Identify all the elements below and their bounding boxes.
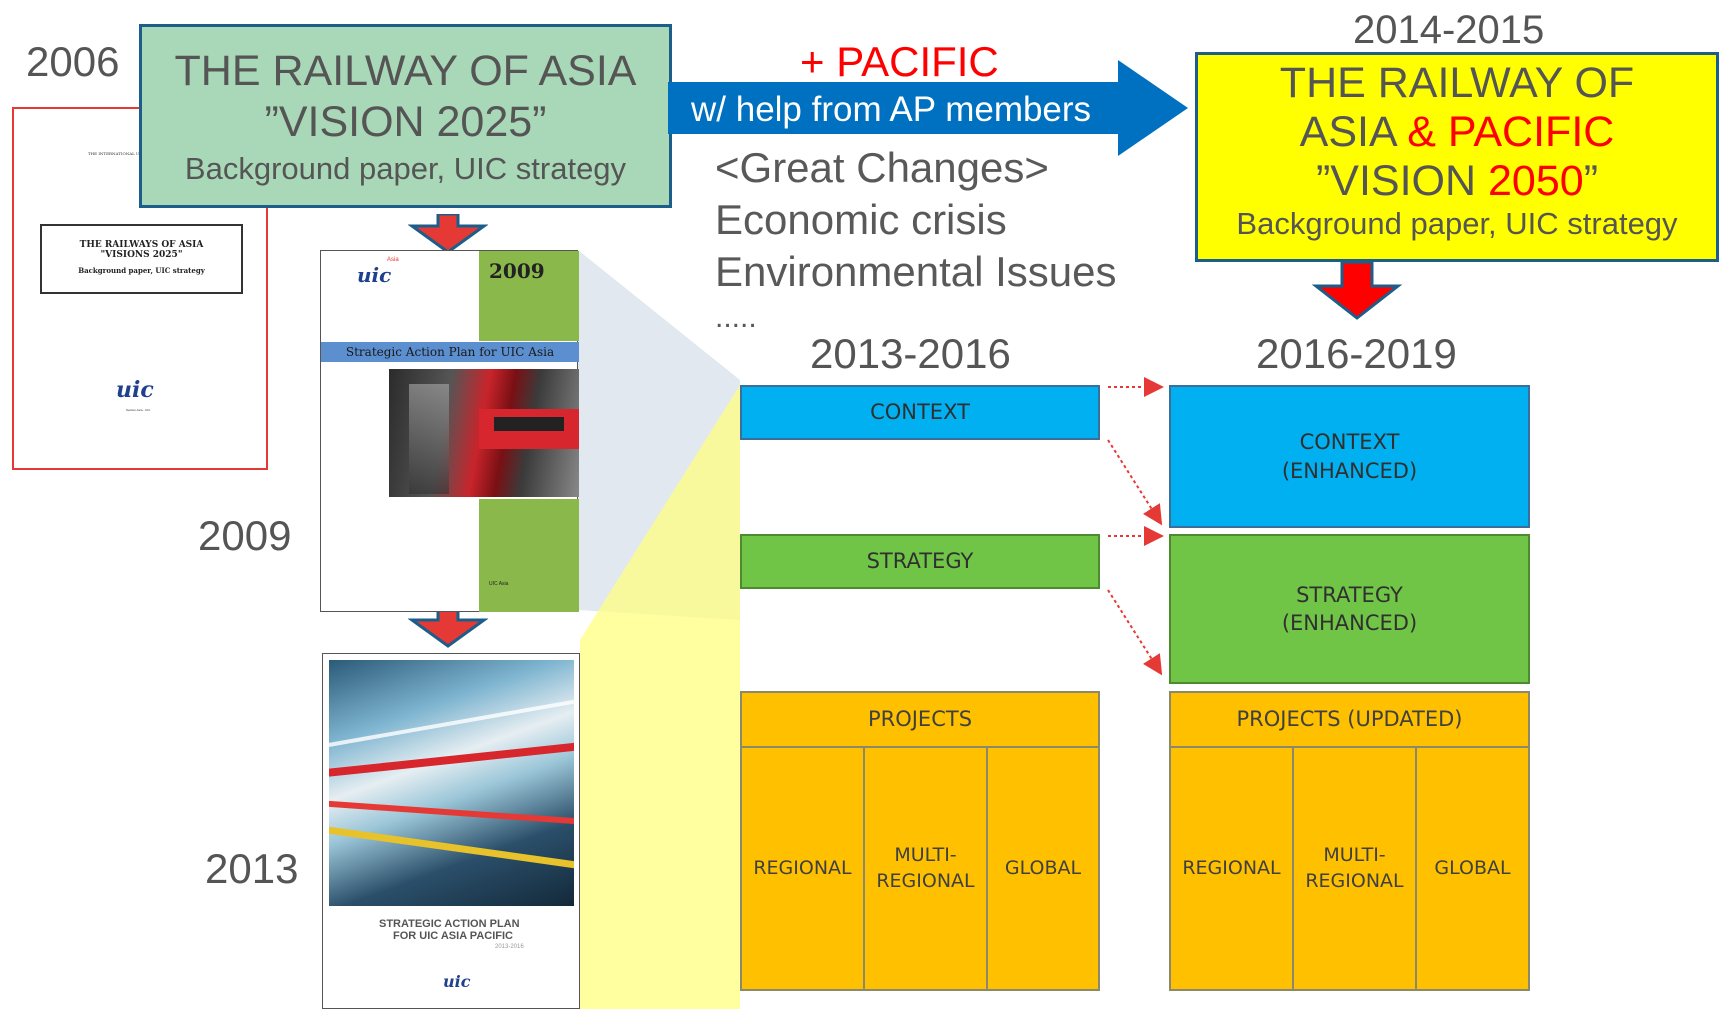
plan-2013-global: GLOBAL	[986, 746, 1100, 991]
vision-2050-quote-open: ”VISION	[1315, 157, 1489, 205]
doc-2009-footer: UIC Asia	[489, 581, 509, 587]
vision-2050-line2: ASIA & PACIFIC	[1198, 108, 1716, 157]
doc-2009-title: Strategic Action Plan for UIC Asia	[345, 345, 555, 359]
plan-2016-multi1-label: MULTI-	[1323, 843, 1386, 866]
changes-economic: Economic crisis	[715, 196, 1007, 243]
year-2014-2015: 2014-2015	[1353, 8, 1545, 52]
changes-ellipsis: .....	[715, 301, 757, 334]
vision-2025-line1: THE RAILWAY OF ASIA	[174, 47, 637, 95]
doc-2013-period: 2013-2016	[495, 944, 524, 950]
plan-2013-multi1-label: MULTI-	[894, 843, 957, 866]
down-arrow-2006-2009	[408, 214, 488, 254]
zoom-2013-polygon	[580, 385, 740, 1009]
doc-2013-logo: uic	[443, 972, 471, 991]
vision-2050-year: 2050	[1488, 157, 1584, 205]
vision-2025-box: THE RAILWAY OF ASIA ”VISION 2025” Backgr…	[139, 24, 672, 208]
plan-2016-strategy: STRATEGY (ENHANCED)	[1169, 534, 1530, 684]
arrow-context-to-strategy	[1107, 439, 1163, 526]
doc-2006-title1: THE RAILWAYS OF ASIA	[79, 240, 204, 250]
plan-2016-regional: REGIONAL	[1169, 746, 1294, 991]
doc-2006-footer: Section Asia - UIC	[126, 408, 151, 412]
doc-2009-year: 2009	[489, 259, 545, 283]
plan-2016-global: GLOBAL	[1415, 746, 1530, 991]
year-2013-2016: 2013-2016	[810, 330, 1011, 377]
year-2009: 2009	[198, 512, 292, 559]
plan-2013-regional: REGIONAL	[740, 746, 865, 991]
plan-2013-global-label: GLOBAL	[1004, 856, 1082, 879]
doc-2006-title2: "VISIONS 2025"	[100, 250, 183, 260]
plan-2016-strategy-label: STRATEGY	[1296, 582, 1403, 607]
year-2013: 2013	[205, 845, 299, 892]
doc-2013-title2: FOR UIC ASIA PACIFIC	[393, 930, 513, 942]
doc-2006-title-box: THE RAILWAYS OF ASIA "VISIONS 2025" Back…	[40, 224, 243, 294]
vision-2050-line4: Background paper, UIC strategy	[1236, 206, 1678, 241]
doc-2009-logo: uic	[357, 263, 392, 287]
plan-2016-context-label: CONTEXT	[1299, 430, 1400, 455]
plan-2013-context-label: CONTEXT	[870, 400, 970, 425]
doc-2009-title-bar: Strategic Action Plan for UIC Asia	[321, 342, 579, 362]
plus-pacific-label: + PACIFIC	[800, 38, 999, 85]
changes-environmental: Environmental Issues	[715, 248, 1117, 295]
doc-2006-top-text: THE INTERNATIONAL UNION OF RAILWAYS	[88, 151, 182, 156]
changes-list: <Great Changes> Economic crisis Environm…	[715, 142, 1117, 338]
plan-2016-context: CONTEXT (ENHANCED)	[1169, 385, 1530, 528]
plan-2013-projects: PROJECTS	[740, 691, 1100, 748]
plan-2016-context-enhanced: (ENHANCED)	[1281, 458, 1418, 483]
plan-2016-strategy-enhanced: (ENHANCED)	[1281, 611, 1418, 635]
vision-2050-pacific: & PACIFIC	[1407, 108, 1615, 156]
plan-2016-projects: PROJECTS (UPDATED)	[1169, 691, 1530, 748]
vision-2050-line1: THE RAILWAY OF	[1279, 59, 1635, 107]
plan-2013-strategy-label: STRATEGY	[866, 549, 974, 574]
vision-2025-line2: ”VISION 2025”	[264, 98, 547, 146]
doc-2009-cover: 2009 uic Asia Strategic Action Plan for …	[320, 250, 579, 612]
doc-2006-subtitle: Background paper, UIC strategy	[78, 266, 205, 275]
plan-2013-context: CONTEXT	[740, 385, 1100, 440]
doc-2009-green-bar-bottom	[479, 499, 579, 612]
plan-2016-regional-label: REGIONAL	[1182, 856, 1281, 879]
plan-2013-projects-label: PROJECTS	[867, 707, 973, 732]
plan-2013-multiregional: MULTI- REGIONAL	[863, 746, 988, 991]
doc-2013-cover: STRATEGIC ACTION PLAN FOR UIC ASIA PACIF…	[322, 653, 580, 1009]
vision-2025-line3: Background paper, UIC strategy	[184, 151, 627, 186]
doc-2009-logo-tag: Asia	[387, 257, 399, 263]
vision-2050-line3: ”VISION 2050”	[1198, 157, 1716, 206]
plan-2016-projects-label: PROJECTS (UPDATED)	[1236, 707, 1463, 732]
down-arrow-2050	[1312, 262, 1402, 320]
year-2016-2019: 2016-2019	[1256, 330, 1457, 377]
vision-2050-asia: ASIA	[1299, 108, 1408, 156]
arrow-strategy-to-projects	[1107, 589, 1163, 676]
plan-2016-global-label: GLOBAL	[1434, 856, 1511, 879]
vision-2050-box: THE RAILWAY OF ASIA & PACIFIC ”VISION 20…	[1195, 52, 1719, 262]
doc-2013-speed-image	[329, 660, 574, 906]
blue-arrow	[668, 60, 1188, 156]
plan-2013-regional-label: REGIONAL	[753, 856, 852, 879]
doc-2006-logo: uic	[116, 377, 154, 403]
plan-2013-strategy: STRATEGY	[740, 534, 1100, 589]
changes-heading: <Great Changes>	[715, 144, 1049, 191]
doc-2009-train-photo	[389, 369, 579, 497]
plan-2013-multi2-label: REGIONAL	[876, 869, 975, 892]
doc-2009-green-bar-top	[479, 251, 579, 341]
vision-2050-quote-close: ”	[1583, 157, 1599, 205]
year-2006: 2006	[26, 38, 120, 85]
ap-members-label: w/ help from AP members	[691, 90, 1092, 129]
plan-2016-multi2-label: REGIONAL	[1305, 869, 1404, 892]
doc-2013-title1: STRATEGIC ACTION PLAN	[379, 918, 520, 930]
